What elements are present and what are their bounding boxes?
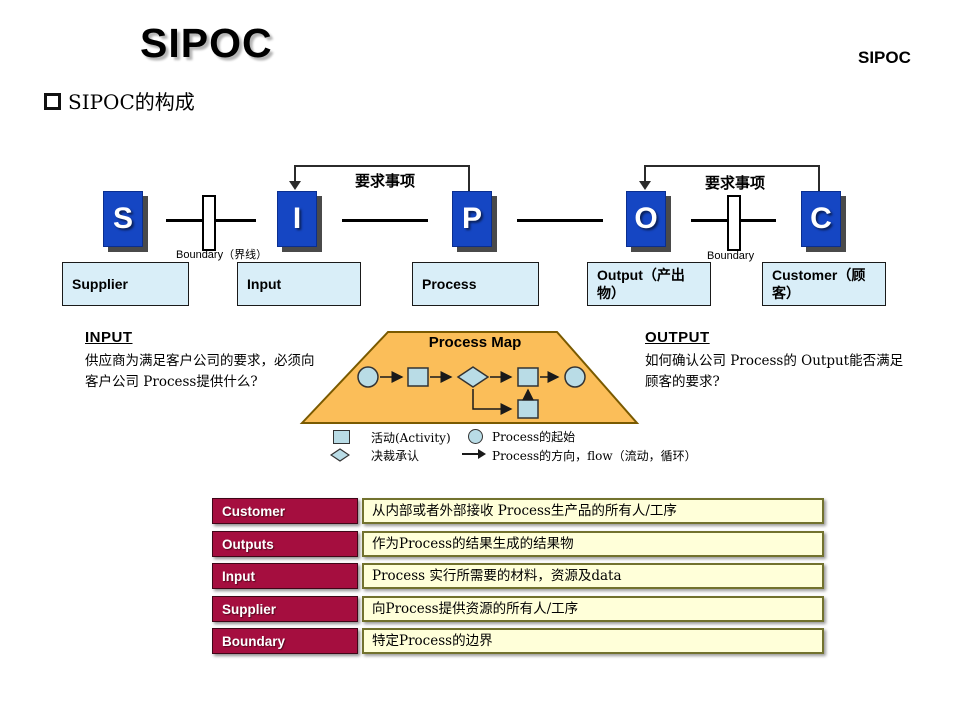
term-input: Input (212, 563, 358, 589)
letter-box-p: P (452, 191, 492, 247)
term-outputs: Outputs (212, 531, 358, 557)
process-map-title: Process Map (428, 334, 522, 351)
definition-input: Process 实行所需要的材料，资源及data (362, 563, 824, 589)
activity-square (407, 367, 429, 387)
legend-decision: 决裁承认 (371, 449, 420, 463)
definition-customer: 从内部或者外部接收 Process生产品的所有人/工序 (362, 498, 824, 524)
end-circle (564, 366, 586, 388)
requirement-label-left: 要求事项 (354, 172, 415, 190)
decision-diamond (456, 366, 490, 388)
requirement-bracket-right-rise (818, 165, 820, 192)
requirement-bracket-right-drop (644, 165, 646, 182)
requirement-bracket-left-rise (468, 165, 470, 192)
connector-line-p-o (517, 219, 603, 222)
output-description: 如何确认公司 Process的 Output能否满足顾客的要求? (645, 353, 904, 390)
requirement-bracket-right (645, 165, 820, 167)
table-row: Customer 从内部或者外部接收 Process生产品的所有人/工序 (212, 498, 826, 524)
label-box-supplier: Supplier (62, 262, 189, 306)
page-title: SIPOC (140, 20, 273, 66)
activity-square (517, 367, 539, 387)
arrow-down-icon (289, 181, 301, 190)
start-circle (357, 366, 379, 388)
term-supplier: Supplier (212, 596, 358, 622)
definition-supplier: 向Process提供资源的所有人/工序 (362, 596, 824, 622)
connector-line-i-p (342, 219, 428, 222)
activity-square-icon (333, 430, 350, 444)
input-description: 供应商为满足客户公司的要求，必须向客户公司 Process提供什么? (85, 353, 315, 390)
legend-activity: 活动(Activity) (371, 431, 451, 445)
table-row: Outputs 作为Process的结果生成的结果物 (212, 531, 826, 557)
boundary-marker-left (202, 195, 216, 251)
label-box-output: Output（产出物） (587, 262, 711, 306)
label-box-customer: Customer（顾客） (762, 262, 886, 306)
decision-diamond-icon (330, 448, 350, 462)
section-heading: SIPOC的构成 (68, 90, 195, 114)
label-box-input: Input (237, 262, 361, 306)
boundary-marker-right (727, 195, 741, 251)
input-heading: INPUT (85, 329, 133, 346)
requirement-bracket-left (295, 165, 470, 167)
square-bullet-icon (44, 93, 61, 110)
table-row: Supplier 向Process提供资源的所有人/工序 (212, 596, 826, 622)
term-customer: Customer (212, 498, 358, 524)
label-box-process: Process (412, 262, 539, 306)
process-map-diagram (299, 331, 640, 424)
letter-box-s: S (103, 191, 143, 247)
requirement-bracket-left-drop (294, 165, 296, 182)
definition-table: Customer 从内部或者外部接收 Process生产品的所有人/工序 Out… (212, 498, 826, 658)
table-row: Input Process 实行所需要的材料，资源及data (212, 563, 826, 589)
boundary-label-left: Boundary（界线） (176, 249, 268, 261)
definition-outputs: 作为Process的结果生成的结果物 (362, 531, 824, 557)
start-circle-icon (468, 429, 483, 444)
flow-arrow-head-icon (478, 449, 486, 459)
flow-arrow-icon (462, 453, 479, 455)
activity-square (517, 399, 539, 419)
letter-box-o: O (626, 191, 666, 247)
letter-box-i: I (277, 191, 317, 247)
definition-boundary: 特定Process的边界 (362, 628, 824, 654)
table-row: Boundary 特定Process的边界 (212, 628, 826, 654)
legend-start: Process的起始 (492, 430, 576, 444)
legend-direction: Process的方向，flow（流动，循环） (492, 449, 697, 463)
boundary-label-right: Boundary (707, 250, 755, 262)
output-heading: OUTPUT (645, 329, 710, 346)
arrow-down-icon (639, 181, 651, 190)
term-boundary: Boundary (212, 628, 358, 654)
letter-box-c: C (801, 191, 841, 247)
corner-title: SIPOC (858, 48, 911, 67)
requirement-label-right: 要求事项 (704, 174, 765, 192)
